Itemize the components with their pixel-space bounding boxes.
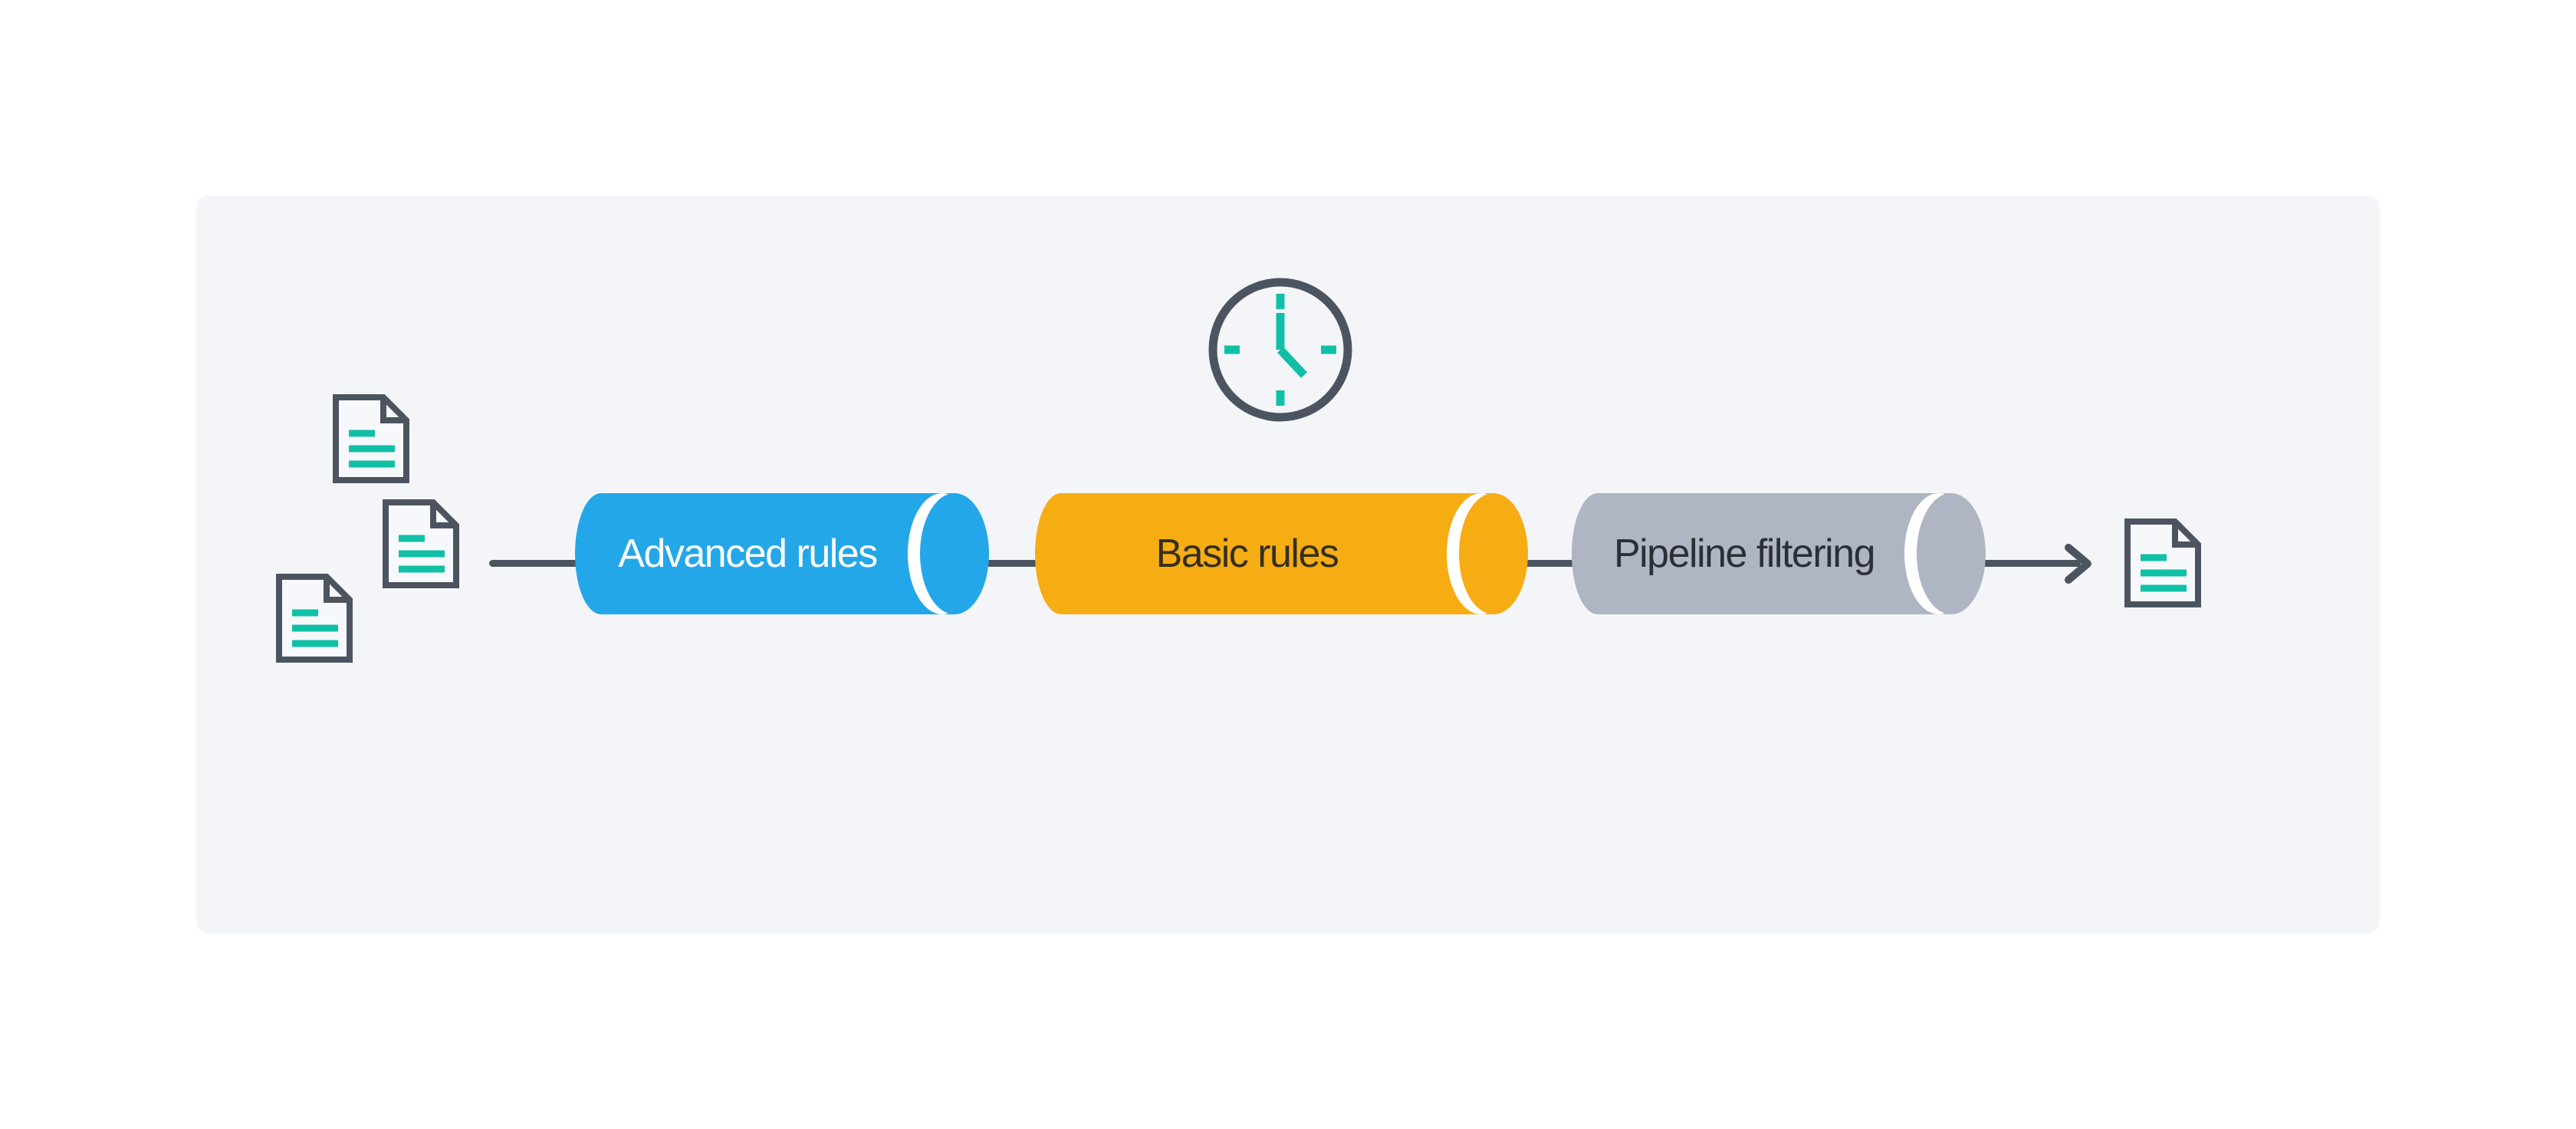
document-icon: [383, 499, 459, 588]
cylinder-basic-rules: [1035, 493, 1528, 614]
clock-icon: [1208, 278, 1352, 422]
cylinder-body: [575, 493, 955, 614]
document-icon: [276, 574, 353, 663]
arrow-right-icon: [2065, 544, 2091, 584]
cylinder-cap: [1917, 493, 1986, 614]
stage-label-basic-rules: Basic rules: [1155, 532, 1339, 576]
document-icon: [2124, 518, 2201, 607]
cylinder-body: [1035, 493, 1493, 614]
cylinder-body: [1572, 493, 1951, 614]
cylinder-pipeline-filtering: [1572, 493, 1986, 614]
cylinder-advanced-rules: [575, 493, 989, 614]
document-icon: [333, 394, 409, 483]
stage-label-advanced-rules: Advanced rules: [618, 532, 878, 576]
hour-hand: [1276, 347, 1308, 378]
cylinder-cap: [1459, 493, 1528, 614]
stage-label-pipeline-filtering: Pipeline filtering: [1613, 532, 1876, 576]
cylinder-cap: [920, 493, 989, 614]
